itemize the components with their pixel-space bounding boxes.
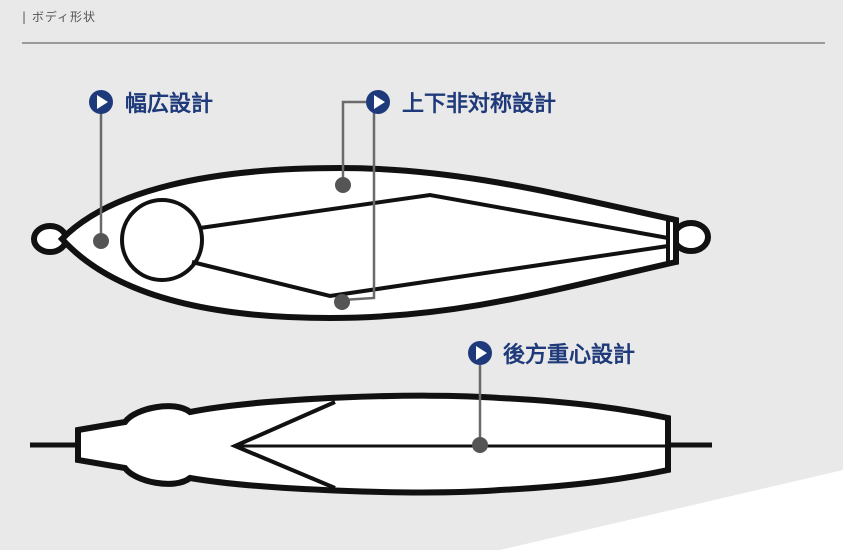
leader-asymmetric-bottom [341,112,376,302]
marker-dot-asymmetric-bottom [334,294,350,310]
background-wedge [500,470,843,550]
callout-asymmetric: 上下非対称設計 [366,90,556,117]
header-divider [22,42,825,44]
section-header-label: | ボディ形状 [22,10,97,24]
upper-facet-line [199,192,669,240]
lower-facet-line [191,244,669,299]
marker-dot-asymmetric-top [335,177,351,193]
bottom-jig-body-outline [75,392,671,496]
leader-lines [99,100,482,445]
callout-wide: 幅広設計 [89,90,213,117]
top-jig-body-outline [57,164,679,322]
marker-dot-rear-weight [472,437,488,453]
marker-dots [93,177,488,453]
callout-asymmetric-label: 上下非対称設計 [402,91,556,117]
play-triangle-icon [374,95,385,109]
head-circle [120,198,204,282]
top-jig-side-view [31,164,711,322]
callout-wide-label: 幅広設計 [125,91,213,117]
leader-asymmetric-top [341,100,366,185]
callout-rear-weight: 後方重心設計 [468,341,635,368]
right-eye-ring [671,220,711,254]
play-triangle-icon [97,95,108,109]
callout-rear-weight-label: 後方重心設計 [503,342,635,368]
play-triangle-icon [476,346,487,360]
marker-dot-wide [93,233,109,249]
bottom-jig-top-view [30,392,712,496]
